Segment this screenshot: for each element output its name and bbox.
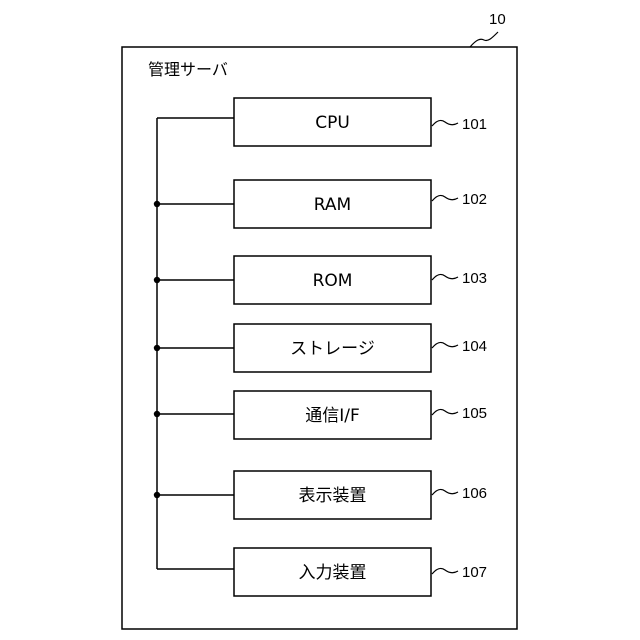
component-input: 入力装置 107 — [157, 548, 487, 596]
component-display: 表示装置 106 — [154, 471, 487, 519]
server-ref-leader — [470, 32, 498, 47]
rom-ref-number: 103 — [462, 270, 487, 287]
display-ref-leader — [432, 489, 458, 495]
bus-junction-dot — [154, 201, 160, 207]
rom-ref-leader — [432, 274, 458, 280]
component-storage: ストレージ 104 — [154, 324, 487, 372]
input-label: 入力装置 — [299, 563, 367, 583]
comm-if-label: 通信I/F — [305, 406, 360, 426]
cpu-ref-number: 101 — [462, 116, 487, 133]
bus-junction-dot — [154, 277, 160, 283]
bus-junction-dot — [154, 345, 160, 351]
component-rom: ROM 103 — [154, 256, 487, 304]
ram-ref-leader — [432, 195, 458, 201]
comm-if-ref-number: 105 — [462, 405, 487, 422]
bus-junction-dot — [154, 411, 160, 417]
input-ref-leader — [432, 568, 458, 574]
bus-junction-dot — [154, 492, 160, 498]
component-comm-if: 通信I/F 105 — [154, 391, 487, 439]
storage-label: ストレージ — [290, 339, 375, 359]
comm-if-ref-leader — [432, 409, 458, 415]
display-label: 表示装置 — [299, 486, 367, 506]
component-ram: RAM 102 — [154, 180, 487, 228]
server-ref-number: 10 — [489, 11, 506, 28]
cpu-ref-leader — [432, 120, 458, 126]
ram-ref-number: 102 — [462, 191, 487, 208]
component-cpu: CPU 101 — [157, 98, 487, 146]
server-title: 管理サーバ — [148, 60, 228, 79]
display-ref-number: 106 — [462, 485, 487, 502]
storage-ref-number: 104 — [462, 338, 487, 355]
cpu-label: CPU — [315, 113, 350, 133]
input-ref-number: 107 — [462, 564, 487, 581]
storage-ref-leader — [432, 342, 458, 348]
rom-label: ROM — [313, 271, 353, 291]
ram-label: RAM — [314, 195, 351, 215]
